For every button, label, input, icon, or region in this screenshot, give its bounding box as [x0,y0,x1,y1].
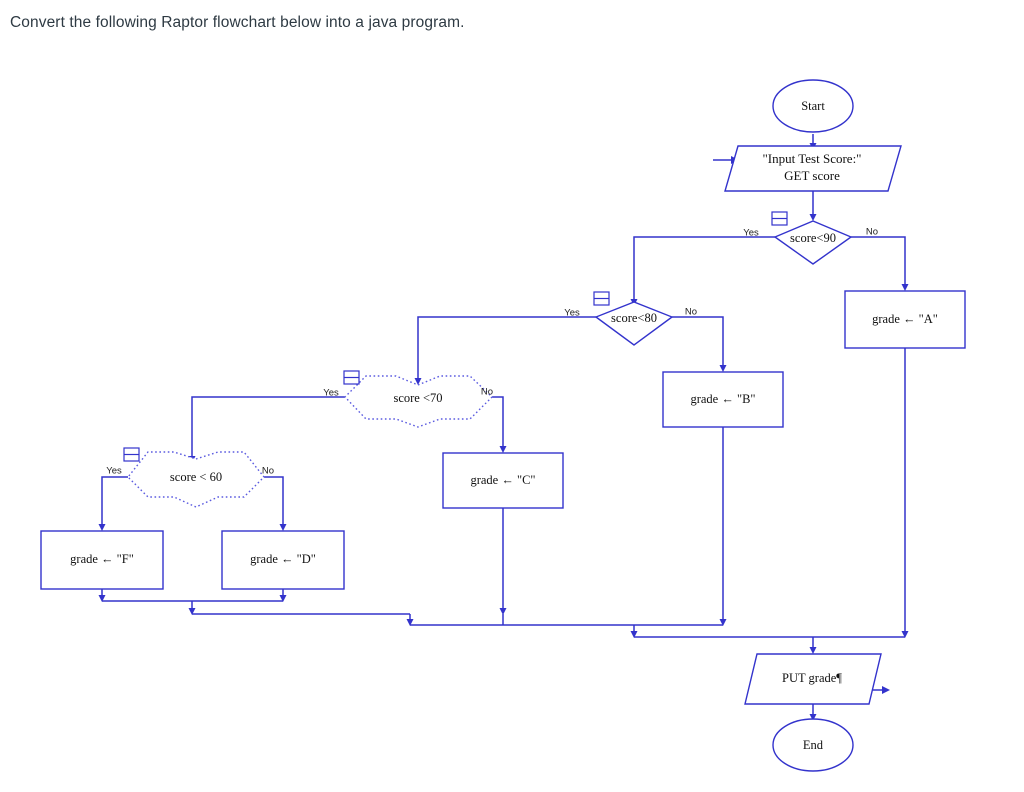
page-title: Convert the following Raptor flowchart b… [10,14,465,31]
node-start-label: Start [801,99,825,113]
node-grade-b[interactable]: grade ← "B" [662,371,784,428]
connector-output-to-end [809,704,817,721]
node-grade-d[interactable]: grade ← "D" [221,530,345,590]
connector-gradea-down [901,348,909,638]
connector-bus-to-output [809,637,817,654]
node-grade-f[interactable]: grade ← "F" [40,530,164,590]
node-input-line1: "Input Test Score:" [762,151,861,166]
connector-gradeb-down [719,427,727,626]
node-end[interactable]: End [772,718,854,772]
connector-merge-f-d [98,589,287,602]
node-decision-score-lt-90[interactable]: score<90 Yes No [743,211,878,265]
connector-decision70-no [492,396,507,453]
node-grade-d-label: grade ← "D" [250,552,316,566]
node-grade-c-label: grade ← "C" [470,473,535,487]
node-output[interactable]: PUT grade¶ [744,653,882,705]
connector-decision70-yes [188,396,345,463]
branch-label-decision70-no: No [481,387,493,398]
node-decision90-label: score<90 [790,231,836,245]
branch-label-decision80-yes: Yes [564,308,580,319]
node-start[interactable]: Start [772,79,854,133]
node-input[interactable]: "Input Test Score:" GET score [724,145,902,192]
branch-label-decision90-yes: Yes [743,228,759,239]
connector-merge-fd-to-bus [188,601,196,615]
connector-bus-level2 [406,614,723,626]
connector-decision80-yes [414,316,596,385]
branch-label-decision90-no: No [866,227,878,238]
collapse-marker-icon-decision80[interactable] [593,291,610,306]
connector-decision90-yes [630,236,775,306]
node-grade-c[interactable]: grade ← "C" [442,452,564,509]
connector-decision90-no [851,236,909,291]
node-grade-a-label: grade ← "A" [872,312,938,326]
node-decision-score-lt-80[interactable]: score<80 Yes No [564,291,697,346]
node-grade-a[interactable]: grade ← "A" [844,290,966,349]
branch-label-decision60-no: No [262,466,274,477]
branch-label-decision60-yes: Yes [106,466,122,477]
connector-gradec-down [499,508,507,615]
node-decision70-label: score <70 [393,391,442,405]
collapse-marker-icon-decision90[interactable] [771,211,788,226]
connector-decision60-yes [98,476,128,531]
branch-label-decision70-yes: Yes [323,388,339,399]
node-decision60-label: score < 60 [170,470,222,484]
collapse-marker-icon-decision60[interactable] [123,447,140,462]
connector-decision80-no [672,316,727,372]
connector-decision60-no [264,476,287,531]
branch-label-decision80-no: No [685,307,697,318]
node-grade-f-label: grade ← "F" [70,552,134,566]
connector-input-to-decision90 [809,191,817,221]
node-grade-b-label: grade ← "B" [690,392,755,406]
node-decision-score-lt-60[interactable]: score < 60 Yes No [106,447,274,508]
node-output-label: PUT grade¶ [782,671,842,685]
connector-bus-level3 [630,625,905,638]
collapse-marker-icon-decision70[interactable] [343,370,360,385]
node-input-line2: GET score [784,168,840,183]
node-decision-score-lt-70[interactable]: score <70 Yes No [323,370,493,428]
node-decision80-label: score<80 [611,311,657,325]
node-end-label: End [803,738,824,752]
